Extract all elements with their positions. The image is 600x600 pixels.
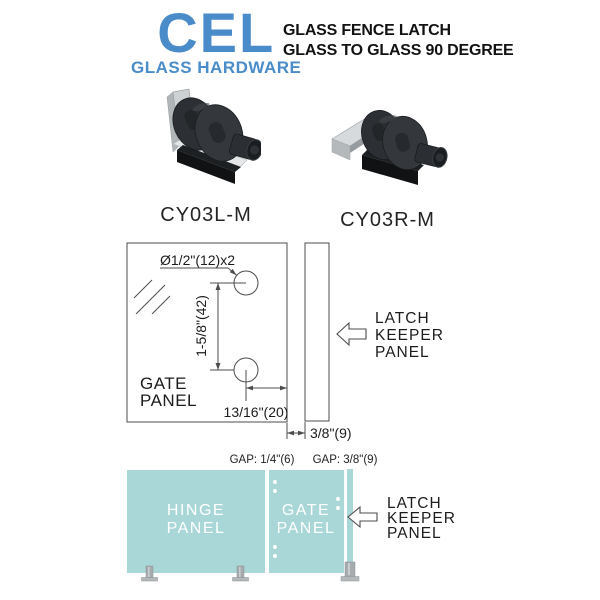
keeper-label-3: PANEL [375,344,430,361]
hinge-panel-label-2: PANEL [167,520,226,537]
spigot-2 [232,565,249,582]
gap-label-right: GAP: 3/8"(9) [313,454,378,466]
gate-panel-label-2: PANEL [140,391,197,410]
gap-label-left: GAP: 1/4"(6) [230,454,295,466]
gate-panel-install-label-1: GATE [282,502,330,519]
brand-logo: CEL GLASS HARDWARE [131,1,302,78]
latch-photo-left [166,88,261,184]
gate-panel-outline [126,242,288,423]
install-keeper-label-3: PANEL [387,525,442,542]
dim-arrow-left-icon [246,385,253,391]
drilling-drawing: Ø1/2"(12)x2 1-5/8"(42) 13/16"(20) 3/8"(9… [126,242,444,441]
document-title: GLASS FENCE LATCH GLASS TO GLASS 90 DEGR… [283,21,514,61]
hole-diameter-label: Ø1/2"(12)x2 [160,252,235,268]
brand-logo-text: CEL [157,1,276,64]
gate-fitting-dots [273,480,340,558]
brand-logo-subtitle: GLASS HARDWARE [131,58,302,77]
latch-left-illustration [166,88,261,184]
keeper-label-2: KEEPER [375,327,444,344]
latch-right-illustration [331,110,448,185]
latch-photo-right [331,110,448,185]
model-number-right: CY03R-M [340,209,435,231]
glass-hatch-marks [133,279,171,315]
gap-dimension-label: 3/8"(9) [310,425,352,441]
gap-arrow-right-icon [298,430,305,436]
vertical-dimension-label: 1-5/8"(42) [193,295,209,357]
keeper-label-1: LATCH [375,310,430,327]
hinge-panel-label-1: HINGE [167,502,225,519]
horizontal-dimension-label: 13/16"(20) [224,404,289,420]
title-line-1: GLASS FENCE LATCH [283,22,451,39]
install-keeper-label-2: KEEPER [387,510,456,527]
dim-arrow-up-icon [215,283,221,290]
title-line-2: GLASS TO GLASS 90 DEGREE [283,42,514,59]
gate-glass-panel [269,470,344,573]
hinge-glass-panel [127,470,265,573]
hole-leader-line [160,267,237,276]
model-number-left: CY03L-M [160,204,252,226]
gate-panel-label-1: GATE [140,374,187,393]
gap-arrow-left-icon [287,430,294,436]
install-keeper-arrow-icon [347,505,378,529]
dim-arrow-right-icon [280,385,287,391]
hole-leader-arrow-icon [229,268,237,276]
install-keeper-label-1: LATCH [387,495,442,512]
dim-arrow-down-icon [215,363,221,370]
spigot-1 [141,565,158,582]
keeper-pointer-arrow-icon [336,321,367,347]
keeper-panel-outline [304,242,330,422]
spigot-keeper [340,561,360,582]
gate-panel-install-label-2: PANEL [277,520,336,537]
installation-diagram: GAP: 1/4"(6) GAP: 3/8"(9) HINGE PANEL GA… [127,454,456,582]
